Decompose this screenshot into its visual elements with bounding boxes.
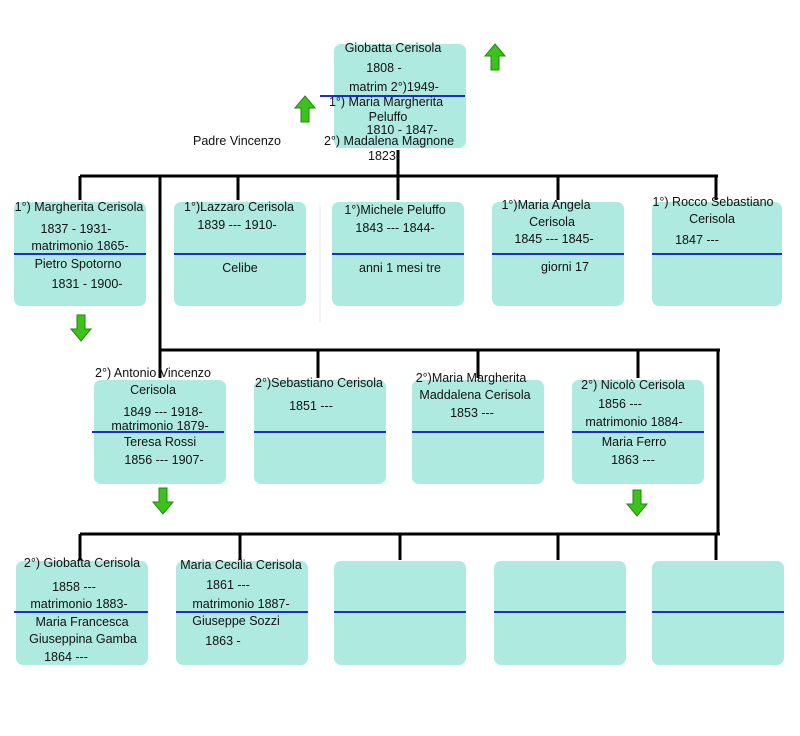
person-card-empty <box>494 561 626 665</box>
person-card-empty <box>652 561 784 665</box>
person-divider <box>652 611 784 613</box>
person-card-maria-cecilia <box>176 561 308 665</box>
person-name: 1°)Lazzaro Cerisola <box>184 200 294 214</box>
person-name: 2°) Nicolò Cerisola <box>581 378 685 392</box>
person-divider <box>334 611 466 613</box>
person-name: Maria Cecilia Cerisola <box>180 558 302 572</box>
person-divider <box>492 253 624 255</box>
person-divider <box>652 253 782 255</box>
person-dates: 1851 --- <box>289 399 333 413</box>
person-dates: 1861 --- <box>206 578 250 592</box>
spouse-name: Teresa Rossi <box>123 435 197 449</box>
person-card-giobatta <box>16 561 148 665</box>
green-arrow-up-icon[interactable] <box>294 95 316 123</box>
spouse-name-line1: Maria Francesca <box>35 615 129 629</box>
father-label: Padre Vincenzo <box>192 134 282 148</box>
person-name-line1: 1°)Maria Angela <box>501 198 591 212</box>
person-dates: 1858 --- <box>52 580 96 594</box>
spouse-dates: 1863 --- <box>611 453 655 467</box>
person-marriage: matrimonio 1883- <box>30 597 128 611</box>
person-note: Celibe <box>222 261 258 275</box>
root-spouse1-line1: 1°) Maria Margherita <box>328 95 444 109</box>
person-dates: 1837 - 1931- <box>40 222 112 236</box>
person-dates: 1853 --- <box>450 406 494 420</box>
root-marriage: matrim 2°)1949- <box>349 80 439 94</box>
root-divider <box>320 95 465 97</box>
root-spouse1-dates: 1810 - 1847- <box>366 123 438 137</box>
person-marriage: matrimonio 1887- <box>192 597 290 611</box>
person-dates: 1839 --- 1910- <box>197 218 277 232</box>
person-dates: 1847 --- <box>675 233 719 247</box>
person-divider <box>412 431 544 433</box>
root-spouse2-dates: 1823- <box>368 149 400 163</box>
person-marriage: matrimonio 1865- <box>31 239 129 253</box>
person-dates: 1845 --- 1845- <box>514 232 594 246</box>
root-dates: 1808 - <box>366 61 402 75</box>
person-divider <box>14 611 148 613</box>
person-note: giorni 17 <box>541 260 589 274</box>
person-divider <box>176 611 308 613</box>
green-arrow-down-icon[interactable] <box>70 314 92 342</box>
person-divider <box>494 611 626 613</box>
person-divider <box>572 431 704 433</box>
spouse-name-line2: Giuseppina Gamba <box>29 632 137 646</box>
person-divider <box>14 253 146 255</box>
person-name-line2: Cerisola <box>130 383 176 397</box>
person-dates: 1856 --- <box>598 397 642 411</box>
person-name: 2°) Giobatta Cerisola <box>23 556 141 570</box>
person-note: anni 1 mesi tre <box>359 261 441 275</box>
spouse-name: Giuseppe Sozzi <box>192 614 280 628</box>
person-name-line2: Cerisola <box>529 215 575 229</box>
person-name-line1: 1°) Rocco Sebastiano <box>652 195 774 209</box>
spouse-name: Pietro Spotorno <box>34 257 122 271</box>
person-name: 1°)Michele Peluffo <box>344 203 446 217</box>
spouse-dates: 1863 - <box>205 634 241 648</box>
person-name-line1: 2°)Maria Margherita <box>415 371 527 385</box>
spouse-dates: 1831 - 1900- <box>51 277 123 291</box>
person-name-line2: Maddalena Cerisola <box>419 388 531 402</box>
person-name-line2: Cerisola <box>689 212 735 226</box>
person-divider <box>92 431 224 433</box>
person-marriage: matrimonio 1884- <box>585 415 683 429</box>
spouse-name: Maria Ferro <box>601 435 667 449</box>
person-name-line1: 2°) Antonio Vincenzo <box>95 366 211 380</box>
root-spouse2-name: 2°) Madalena Magnone <box>323 134 455 148</box>
person-dates: 1843 --- 1844- <box>355 221 435 235</box>
person-name: 2°)Sebastiano Cerisola <box>255 376 383 390</box>
green-arrow-up-icon[interactable] <box>484 43 506 71</box>
person-divider <box>174 253 306 255</box>
green-arrow-down-icon[interactable] <box>626 489 648 517</box>
person-divider <box>332 253 464 255</box>
person-dates: 1849 --- 1918- <box>123 405 203 419</box>
root-name: Giobatta Cerisola <box>344 41 442 55</box>
person-marriage: matrimonio 1879- <box>111 419 209 433</box>
root-spouse1-line2: Peluffo <box>368 110 408 124</box>
spouse-dates: 1856 --- 1907- <box>124 453 204 467</box>
green-arrow-down-icon[interactable] <box>152 487 174 515</box>
person-divider <box>254 431 386 433</box>
person-name: 1°) Margherita Cerisola <box>14 200 144 214</box>
person-card-empty <box>334 561 466 665</box>
spouse-dates: 1864 --- <box>44 650 88 664</box>
